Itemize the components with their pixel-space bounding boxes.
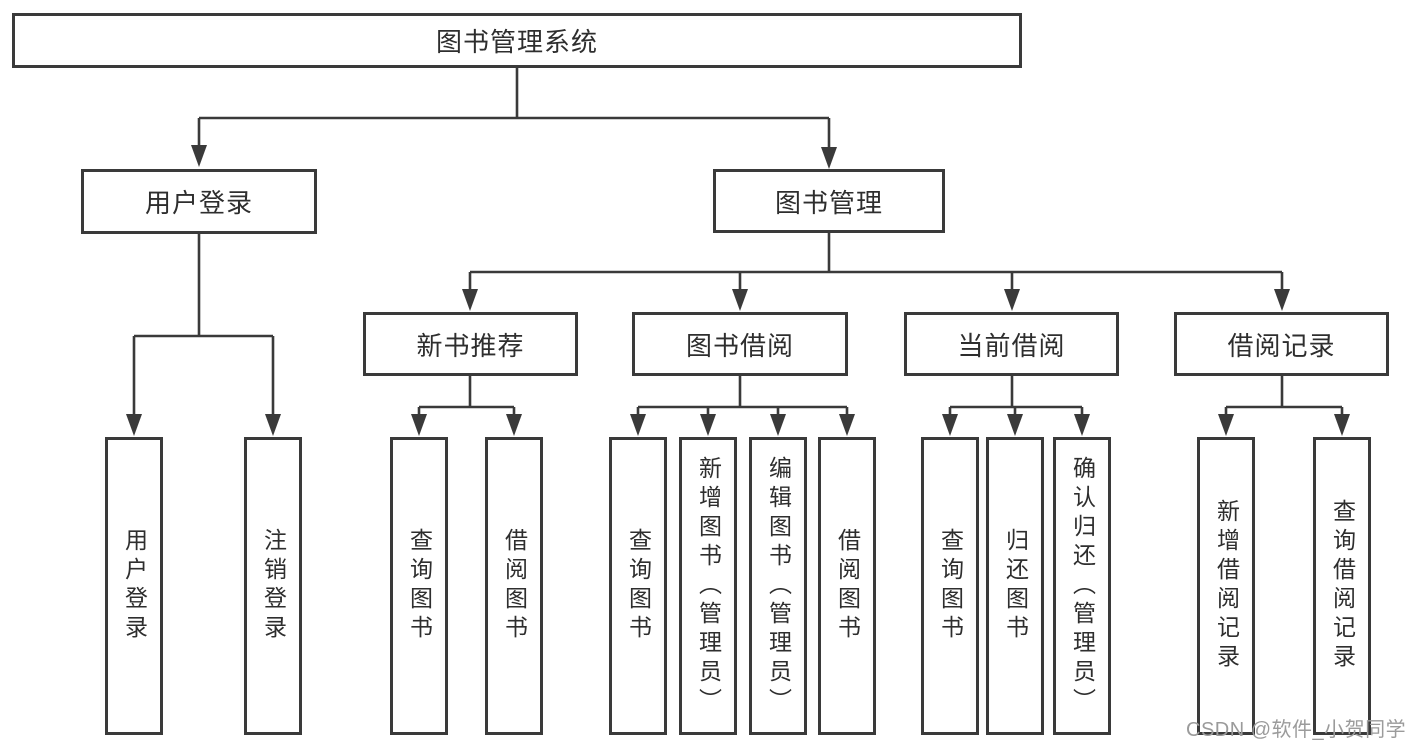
node-label: 当前借阅 [957, 330, 1066, 361]
arrow-down-icon [732, 289, 748, 311]
node-label: 归还图书 [1002, 528, 1029, 644]
node-current-return-books: 归还图书 [986, 437, 1044, 735]
node-book-management: 图书管理 [713, 169, 945, 233]
node-label: 图书管理系统 [435, 27, 598, 57]
node-current-query-books: 查询图书 [921, 437, 979, 735]
node-label: 确认归还（管理员） [1069, 455, 1096, 717]
node-label: 用户登录 [121, 528, 148, 644]
node-user-login: 用户登录 [81, 169, 317, 234]
node-borrow-add-books-admin: 新增图书（管理员） [679, 437, 737, 735]
node-label: 图书借阅 [685, 330, 794, 361]
arrow-down-icon [821, 147, 837, 169]
node-label: 借阅记录 [1227, 330, 1336, 361]
node-borrow-edit-books-admin: 编辑图书（管理员） [749, 437, 807, 735]
node-book-borrowing: 图书借阅 [632, 312, 848, 376]
node-records-add-record: 新增借阅记录 [1197, 437, 1255, 735]
arrow-down-icon [265, 414, 281, 436]
node-label: 注销登录 [260, 528, 287, 644]
node-borrow-query-books: 查询图书 [609, 437, 667, 735]
node-recommend-query-books: 查询图书 [390, 437, 448, 735]
arrow-down-icon [839, 414, 855, 436]
node-label: 编辑图书（管理员） [765, 455, 792, 717]
arrow-down-icon [1074, 414, 1090, 436]
node-new-book-recommend: 新书推荐 [363, 312, 578, 376]
arrow-down-icon [1218, 414, 1234, 436]
node-label: 新书推荐 [416, 330, 525, 361]
arrow-down-icon [1007, 414, 1023, 436]
arrow-down-icon [770, 414, 786, 436]
node-label: 图书管理 [774, 187, 883, 218]
arrow-down-icon [700, 414, 716, 436]
node-library-system: 图书管理系统 [12, 13, 1022, 68]
node-recommend-borrow-books: 借阅图书 [485, 437, 543, 735]
arrow-down-icon [126, 414, 142, 436]
node-current-confirm-return-admin: 确认归还（管理员） [1053, 437, 1111, 735]
arrow-down-icon [630, 414, 646, 436]
node-label: 查询图书 [625, 528, 652, 644]
node-label: 新增借阅记录 [1213, 499, 1240, 673]
node-label: 借阅图书 [834, 528, 861, 644]
arrow-down-icon [942, 414, 958, 436]
node-current-borrowing: 当前借阅 [904, 312, 1119, 376]
node-label: 查询借阅记录 [1329, 499, 1356, 673]
node-user-login-action: 用户登录 [105, 437, 163, 735]
node-label: 查询图书 [937, 528, 964, 644]
csdn-watermark: CSDN @软件_小贺同学 [1186, 719, 1405, 741]
arrow-down-icon [506, 414, 522, 436]
node-label: 借阅图书 [501, 528, 528, 644]
node-label: 用户登录 [144, 188, 253, 218]
arrow-down-icon [1334, 414, 1350, 436]
arrow-down-icon [1274, 289, 1290, 311]
node-logout: 注销登录 [244, 437, 302, 735]
arrow-down-icon [191, 145, 207, 167]
node-borrowing-records: 借阅记录 [1174, 312, 1389, 376]
node-label: 查询图书 [406, 528, 433, 644]
arrow-down-icon [1004, 289, 1020, 311]
node-borrow-borrow-books: 借阅图书 [818, 437, 876, 735]
node-records-query-record: 查询借阅记录 [1313, 437, 1371, 735]
arrow-down-icon [462, 289, 478, 311]
arrow-down-icon [411, 414, 427, 436]
node-label: 新增图书（管理员） [695, 455, 722, 717]
